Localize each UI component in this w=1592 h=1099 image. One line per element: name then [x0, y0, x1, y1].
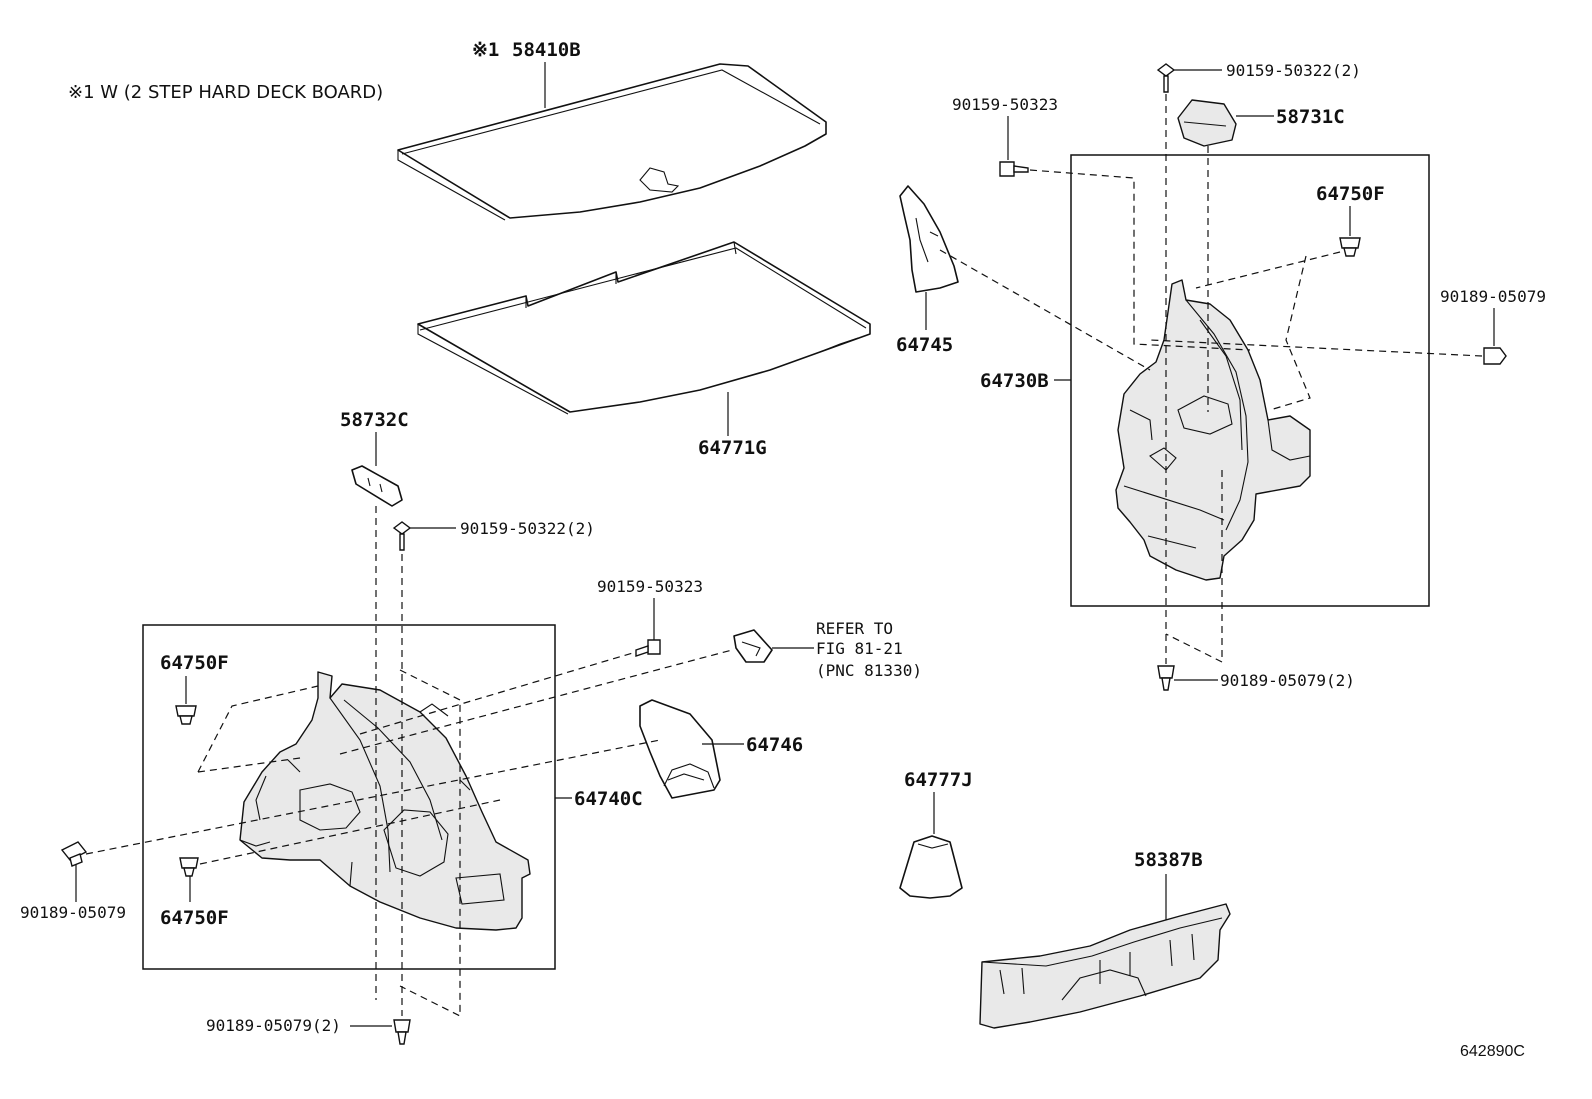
trim-panel-58387B: [979, 903, 1231, 1029]
ref-line-3: (PNC 81330): [816, 661, 922, 680]
cover-64746: [639, 699, 721, 799]
plug-part-ref-81330: [733, 629, 773, 663]
ref-line-2: FIG 81-21: [816, 639, 903, 658]
clip-90189-05079-bottom: [393, 1019, 411, 1045]
marker-58410B: ※1: [472, 39, 499, 61]
deck-board-64771G: [417, 241, 871, 415]
clip-90189-05079-left: [60, 841, 88, 867]
label-90189-05079-2-right: 90189-05079(2): [1220, 671, 1355, 690]
clip-64750F-left-bottom: [179, 857, 199, 877]
ref-line-1: REFER TO: [816, 619, 893, 638]
label-90159-50323-top: 90159-50323: [952, 95, 1058, 114]
label-58731C: 58731C: [1276, 106, 1345, 128]
label-64740C: 64740C: [574, 788, 643, 810]
clip-90189-05079-right: [1483, 347, 1507, 365]
clip-90189-05079-2-right: [1157, 665, 1175, 691]
screw-90159-50323-top: [999, 161, 1029, 177]
label-64750F-left-top: 64750F: [160, 652, 229, 674]
label-58732C: 58732C: [340, 409, 409, 431]
assembly-lines-left: [85, 506, 733, 1017]
label-64750F-right: 64750F: [1316, 183, 1385, 205]
clip-64750F-right: [1339, 237, 1361, 257]
bracket-58732C: [351, 465, 403, 507]
assembly-lines-right: [939, 94, 1483, 664]
label-64771G: 64771G: [698, 437, 767, 459]
quarter-trim-64730B: [1115, 279, 1311, 581]
label-64746: 64746: [746, 734, 803, 756]
label-58410B: 58410B: [512, 39, 581, 61]
stopper-64777J: [899, 835, 963, 899]
screw-90159-50323-left: [635, 639, 661, 657]
label-90189-05079-2-bottom: 90189-05079(2): [206, 1016, 341, 1035]
screw-90159-50322-top: [1156, 63, 1176, 93]
assembly-box-left: [142, 624, 556, 970]
quarter-trim-64740C: [239, 671, 531, 931]
label-64730B: 64730B: [980, 370, 1049, 392]
cover-64745: [899, 185, 959, 293]
label-90159-50323-left: 90159-50323: [597, 577, 703, 596]
cover-58731C: [1177, 99, 1237, 147]
label-64745: 64745: [896, 334, 953, 356]
label-64777J: 64777J: [904, 769, 973, 791]
label-90189-05079-left: 90189-05079: [20, 903, 126, 922]
label-90189-05079-right: 90189-05079: [1440, 287, 1546, 306]
label-64750F-left-bottom: 64750F: [160, 907, 229, 929]
label-90159-50322-top: 90159-50322(2): [1226, 61, 1361, 80]
screw-90159-50322-left: [392, 521, 412, 551]
label-90159-50322-left: 90159-50322(2): [460, 519, 595, 538]
label-58387B: 58387B: [1134, 849, 1203, 871]
figure-id: 642890C: [1460, 1043, 1525, 1060]
clip-64750F-left-top: [175, 705, 197, 725]
deck-board-58410B: [397, 63, 827, 221]
note-text: ※1 W (2 STEP HARD DECK BOARD): [68, 82, 383, 103]
